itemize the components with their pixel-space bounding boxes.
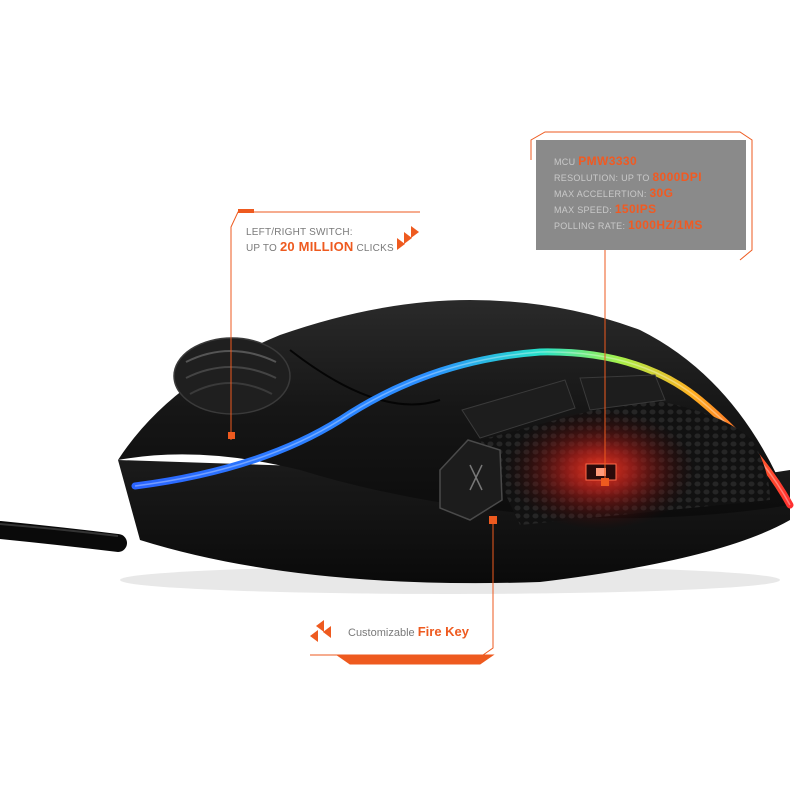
switch-line1: LEFT/RIGHT SWITCH: [246, 227, 353, 238]
fire-key-arrow-icon [310, 620, 331, 642]
spec-row-polling: POLLING RATE: 1000HZ/1MS [554, 218, 703, 232]
fire-key-marker [489, 516, 497, 524]
switch-highlight: 20 MILLION [280, 239, 354, 254]
spec-marker [601, 478, 609, 486]
switch-callout: LEFT/RIGHT SWITCH: UP TO 20 MILLION CLIC… [246, 226, 394, 256]
switch-marker [228, 432, 235, 439]
spec-row-acceleration: MAX ACCELERTION: 30G [554, 186, 674, 200]
spec-box: MCU PMW3330 RESOLUTION: UP TO 8000DPI MA… [536, 140, 746, 250]
switch-line2: UP TO 20 MILLION CLICKS [246, 239, 394, 255]
switch-underline [238, 209, 254, 213]
fire-key-callout-lines [310, 520, 495, 665]
spec-callout-lines [530, 131, 753, 482]
switch-arrow-icon [397, 226, 419, 250]
spec-row-resolution: RESOLUTION: UP TO 8000DPI [554, 170, 702, 184]
spec-row-mcu: MCU PMW3330 [554, 154, 638, 168]
fire-key-callout: Customizable Fire Key [348, 624, 469, 639]
mouse-body [118, 300, 794, 594]
cable [0, 521, 127, 552]
spec-row-speed: MAX SPEED: 150IPS [554, 202, 657, 216]
fire-key-highlight: Fire Key [417, 624, 470, 639]
fire-key-prefix: Customizable [348, 627, 415, 639]
